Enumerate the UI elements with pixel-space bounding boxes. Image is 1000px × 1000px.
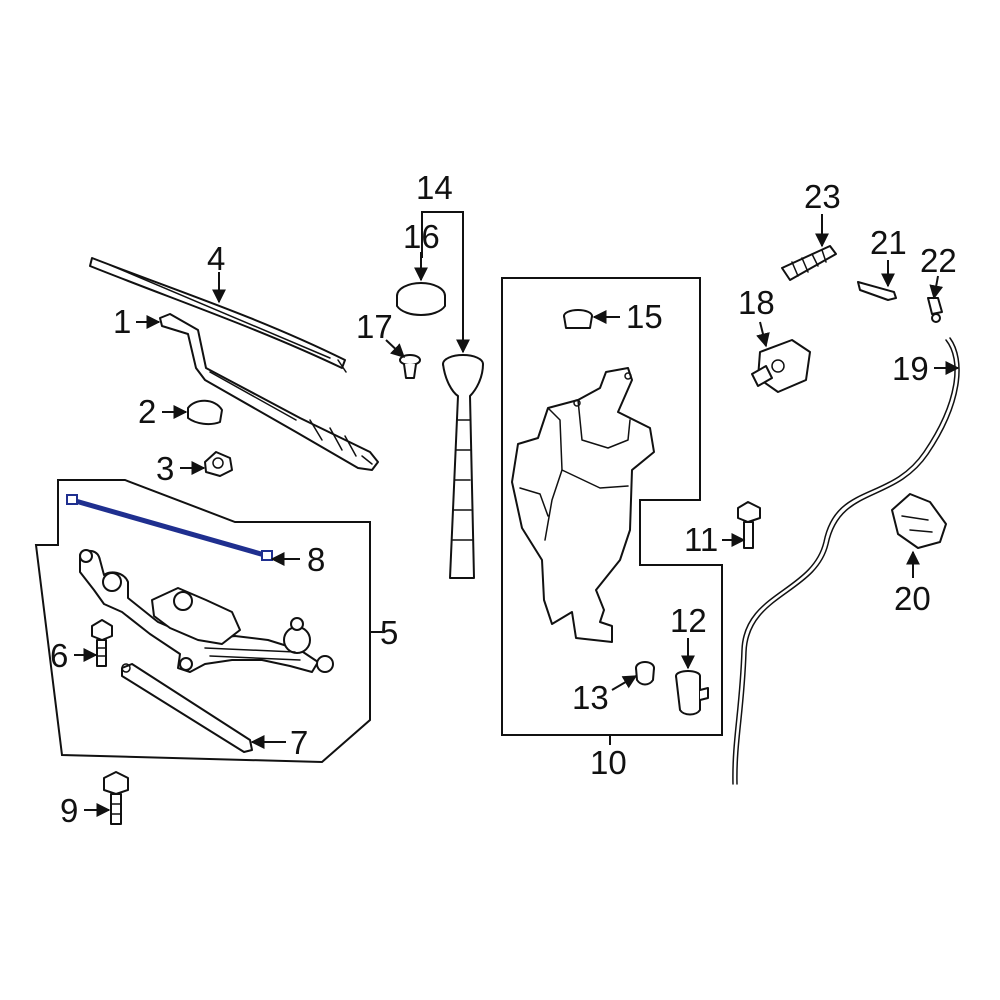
linkage-assembly-box <box>34 479 371 764</box>
callout-19: 19 <box>892 350 929 387</box>
callout-10: 10 <box>590 744 627 781</box>
pump-grommet[interactable] <box>635 661 655 686</box>
arm-cap[interactable] <box>187 399 223 426</box>
callout-15: 15 <box>626 298 663 335</box>
callout-16: 16 <box>403 218 440 255</box>
filler-cap[interactable] <box>396 282 446 316</box>
callout-12: 12 <box>670 602 707 639</box>
callout-8: 8 <box>307 541 325 578</box>
wiper-linkage-motor[interactable] <box>79 549 334 673</box>
callout-21: 21 <box>870 224 907 261</box>
pivot-nut[interactable] <box>204 451 233 477</box>
reservoir-assembly-box <box>501 277 723 736</box>
callout-1: 1 <box>113 303 131 340</box>
leader-18 <box>756 321 770 348</box>
wiper-arm[interactable] <box>159 313 379 471</box>
washer-reservoir[interactable] <box>511 367 655 643</box>
callout-22: 22 <box>920 242 957 279</box>
callout-11: 11 <box>684 521 718 558</box>
callout-5: 5 <box>380 614 398 651</box>
check-valve[interactable] <box>927 297 943 323</box>
callout-3: 3 <box>156 450 174 487</box>
filler-bracket <box>421 211 470 354</box>
filler-neck[interactable] <box>442 354 484 579</box>
leader-17 <box>385 339 406 358</box>
hose-sensor[interactable] <box>891 493 947 549</box>
reservoir-bolt[interactable] <box>737 501 761 549</box>
reservoir-cap[interactable] <box>563 309 593 329</box>
callout-2: 2 <box>138 393 156 430</box>
callout-18: 18 <box>738 284 775 321</box>
mounting-bolt[interactable] <box>103 771 129 825</box>
washer-nozzle[interactable] <box>751 339 811 393</box>
callout-14: 14 <box>416 169 453 206</box>
washer-hose[interactable] <box>732 337 960 785</box>
motor-bolt[interactable] <box>91 619 113 667</box>
callout-23: 23 <box>804 178 841 215</box>
callout-9: 9 <box>60 792 78 829</box>
hose-connector[interactable] <box>781 245 837 281</box>
drive-rod[interactable] <box>121 663 253 753</box>
leader-13 <box>611 675 638 691</box>
callout-6: 6 <box>50 637 68 674</box>
callout-17: 17 <box>356 308 393 345</box>
callout-4: 4 <box>207 240 225 277</box>
wiper-blade[interactable] <box>89 257 347 373</box>
callout-13: 13 <box>572 679 609 716</box>
linkage-rod[interactable] <box>66 494 273 561</box>
leader-22 <box>929 275 944 300</box>
callout-20: 20 <box>894 580 931 617</box>
washer-pump[interactable] <box>675 670 709 716</box>
push-clip[interactable] <box>399 354 421 379</box>
hose-clip[interactable] <box>857 281 897 301</box>
callout-7: 7 <box>290 724 308 761</box>
